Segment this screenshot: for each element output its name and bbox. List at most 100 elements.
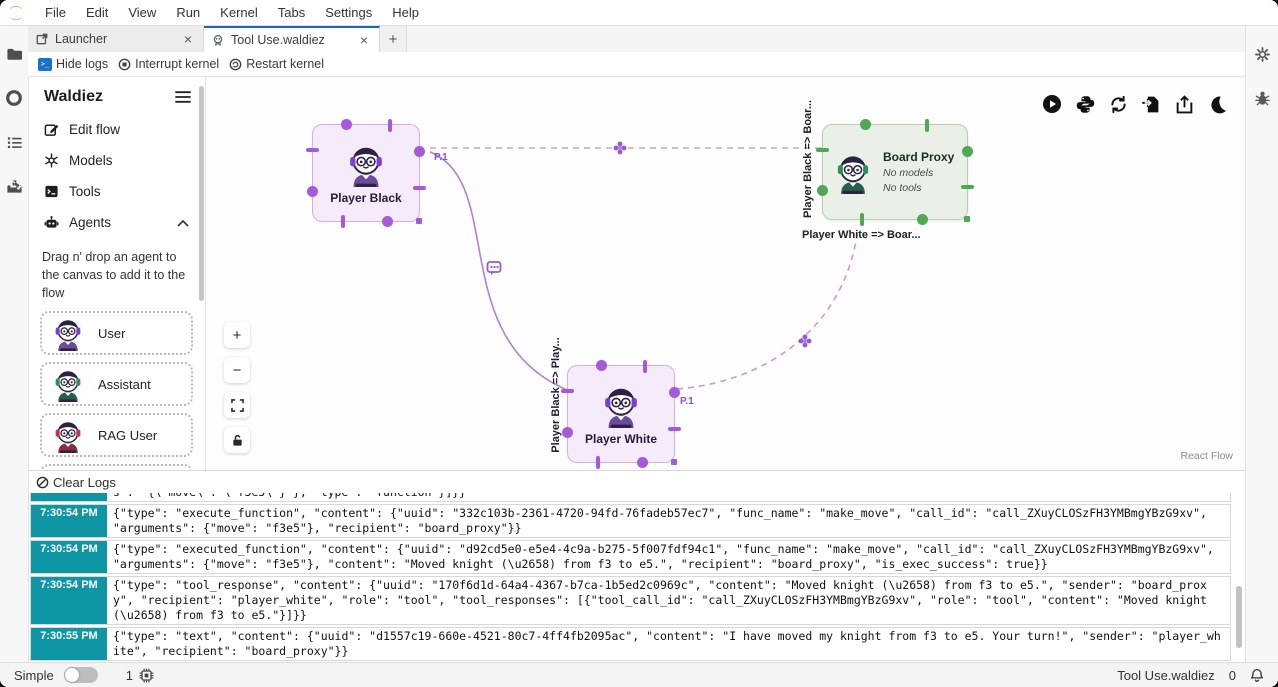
agent-card-user[interactable]: User [40,311,193,356]
handle[interactable] [595,456,600,469]
handle[interactable] [307,186,318,198]
export-share-icon[interactable] [1174,94,1194,114]
flow-canvas[interactable]: Player Black P.1 Board Proxy No models N… [206,76,1245,470]
bell-icon[interactable] [1250,668,1264,683]
handle[interactable] [595,360,607,371]
run-flow-icon[interactable] [1042,94,1062,114]
edge-white-to-board[interactable] [676,227,859,390]
hide-logs-button[interactable]: >_ Hide logs [38,57,108,71]
handle[interactable] [643,360,648,373]
port-label: P.1 [434,152,448,163]
log-message: {"type": "text", "content": {"uuid": "d1… [113,629,1221,658]
handle[interactable] [413,186,426,191]
zoom-in-button[interactable]: + [224,322,250,348]
menu-edit[interactable]: Edit [85,5,109,20]
property-inspector-icon[interactable] [1246,39,1278,69]
resize-handle[interactable] [671,459,677,465]
edge-message-icon[interactable] [486,260,502,276]
chevron-up-icon [177,219,189,226]
agent-card-assistant[interactable]: Assistant [40,362,193,407]
handle[interactable] [388,119,393,132]
handle[interactable] [414,146,425,158]
clear-logs-button[interactable]: Clear Logs [28,471,1245,493]
sidebar-item-edit-flow[interactable]: Edit flow [28,114,205,145]
fit-view-button[interactable] [224,392,250,418]
debugger-bug-icon[interactable] [1246,83,1278,113]
sync-refresh-icon[interactable] [1108,94,1128,114]
handle[interactable] [668,427,681,432]
menu-settings[interactable]: Settings [325,5,373,20]
import-flow-icon[interactable] [1141,94,1161,114]
edge-tools-icon[interactable] [613,141,627,155]
handle[interactable] [340,119,352,130]
menu-tabs[interactable]: Tabs [277,5,306,20]
log-message: {"type": "tool_response", "content": {"u… [113,578,1214,622]
sidebar-item-tools[interactable]: Tools [28,176,205,207]
handle[interactable] [381,216,393,227]
resize-handle[interactable] [416,218,422,224]
menu-help[interactable]: Help [392,5,419,20]
dark-mode-moon-icon[interactable] [1207,94,1227,114]
sidebar-item-label: Agents [69,215,112,230]
table-of-contents-icon[interactable] [0,127,28,157]
lock-button[interactable] [224,427,250,453]
edge-label-white-to-board[interactable]: Player White => Boar... [802,229,921,241]
terminal-icon: >_ [38,57,52,71]
restart-kernel-button[interactable]: Restart kernel [229,57,324,71]
log-scrollbar[interactable] [1236,586,1242,648]
handle[interactable] [961,185,974,190]
edge-tools-icon[interactable] [798,334,812,348]
agent-card-rag-user[interactable]: RAG User [40,413,193,458]
log-timestamp: 7:30:55 PM [31,628,107,660]
handle[interactable] [860,119,872,130]
node-board-proxy[interactable]: Board Proxy No models No tools [816,119,974,226]
node-player-white[interactable]: Player White [561,360,681,469]
log-timestamp: 7:30:54 PM [31,577,107,624]
tab-tool-use-waldiez[interactable]: Tool Use.waldiez × [204,26,380,53]
menu-view[interactable]: View [128,5,157,20]
tab-close-icon[interactable]: × [183,31,192,47]
edge-label-black-to-player[interactable]: Player Black => Play... [550,337,562,453]
handle[interactable] [562,427,573,439]
handle[interactable] [636,457,648,468]
menu-kernel[interactable]: Kernel [220,5,258,20]
node-player-black[interactable]: Player Black [306,119,426,228]
zoom-out-button[interactable]: − [224,357,250,383]
active-file-label[interactable]: Tool Use.waldiez [1117,667,1215,683]
sidebar-item-agents[interactable]: Agents [28,207,205,238]
handle[interactable] [561,389,574,394]
kernel-chip-icon[interactable] [139,668,154,683]
interrupt-kernel-button[interactable]: Interrupt kernel [118,57,219,71]
tab-launcher[interactable]: Launcher × [28,26,204,52]
handle[interactable] [816,147,829,152]
board-proxy-avatar [831,150,875,194]
tab-close-icon[interactable]: × [359,32,368,48]
handle[interactable] [925,119,930,132]
menu-run[interactable]: Run [176,5,201,20]
jupyter-logo-icon [9,5,23,20]
clear-logs-icon [36,476,49,488]
running-sessions-icon[interactable] [0,83,28,113]
menu-file[interactable]: File [45,5,66,20]
edge-label-black-to-board[interactable]: Player Black => Boar... [802,99,814,219]
file-browser-icon[interactable] [0,39,28,69]
hamburger-menu-icon[interactable] [175,90,191,104]
handle[interactable] [962,145,973,157]
convert-to-python-icon[interactable] [1075,94,1095,114]
new-tab-button[interactable]: + [380,26,407,52]
agent-card-label: User [98,325,126,341]
simple-mode-toggle[interactable] [63,667,98,683]
sidebar-item-models[interactable]: Models [28,145,205,176]
handle[interactable] [340,215,345,228]
extension-manager-icon[interactable] [0,171,28,201]
resize-handle[interactable] [964,216,970,222]
handle[interactable] [916,214,928,225]
handle[interactable] [306,148,319,153]
port-label: P.1 [680,396,694,407]
handle[interactable] [669,387,680,399]
react-flow-attribution[interactable]: React Flow [1180,450,1233,462]
handle[interactable] [860,213,865,226]
edge-black-to-white[interactable] [429,151,568,391]
handle[interactable] [817,185,828,197]
sidebar-scrollbar[interactable] [199,86,204,301]
